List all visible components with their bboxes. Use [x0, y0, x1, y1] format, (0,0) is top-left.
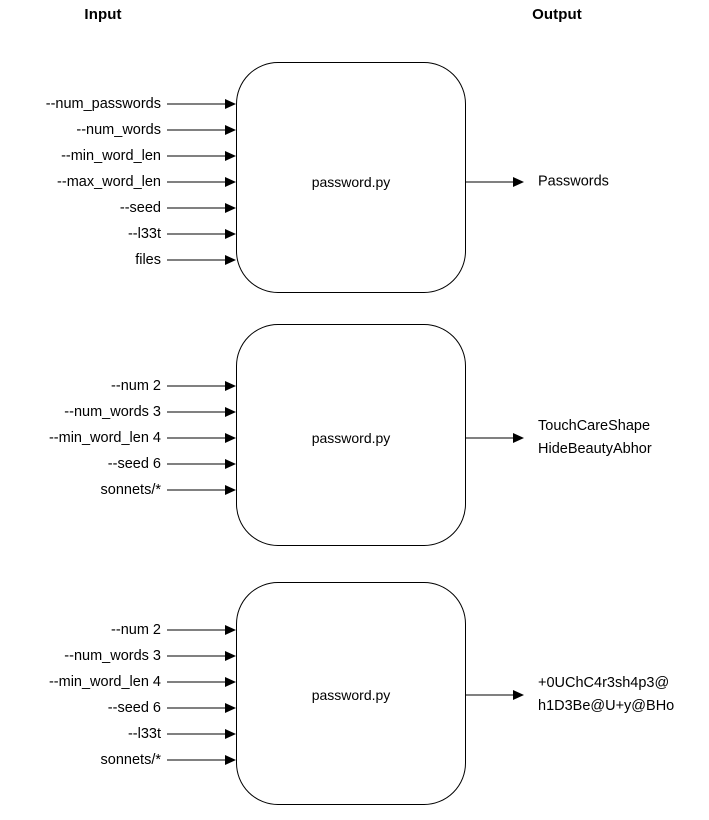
output-arrow-line	[466, 181, 515, 183]
column-header-input: Input	[84, 6, 122, 23]
process-label: password.py	[311, 174, 391, 190]
input-arrow-line	[167, 385, 227, 387]
input-arrow-line	[167, 437, 227, 439]
output-arrow-head-icon	[513, 690, 524, 700]
input-label: sonnets/*	[100, 482, 161, 498]
input-arrow-head-icon	[225, 255, 236, 265]
input-arrow-line	[167, 463, 227, 465]
input-arrow-line	[167, 233, 227, 235]
input-arrow-head-icon	[225, 433, 236, 443]
input-label: --min_word_len 4	[48, 430, 161, 446]
output-label-line: Passwords	[538, 173, 609, 190]
input-label: --min_word_len 4	[48, 674, 161, 690]
input-arrow-line	[167, 655, 227, 657]
input-arrow-head-icon	[225, 407, 236, 417]
process-box	[236, 324, 466, 546]
input-arrow-line	[167, 759, 227, 761]
input-arrow-head-icon	[225, 381, 236, 391]
input-arrow-line	[167, 259, 227, 261]
input-arrow-head-icon	[225, 125, 236, 135]
input-arrow-head-icon	[225, 459, 236, 469]
output-label-line: h1D3Be@U+y@BHo	[538, 698, 675, 714]
input-arrow-line	[167, 681, 227, 683]
input-arrow-head-icon	[225, 729, 236, 739]
process-label: password.py	[311, 430, 391, 446]
process-box	[236, 582, 466, 805]
input-label: --num_passwords	[45, 96, 161, 112]
output-arrow-line	[466, 437, 515, 439]
input-arrow-head-icon	[225, 703, 236, 713]
output-label-line: +0UChC4r3sh4p3@	[538, 675, 670, 691]
input-label: --seed	[119, 200, 161, 216]
process-box	[236, 62, 466, 293]
input-label: --min_word_len	[61, 148, 161, 164]
input-label: --num 2	[111, 622, 161, 638]
output-arrow-line	[466, 694, 515, 696]
input-label: --num_words	[76, 122, 161, 138]
input-arrow-line	[167, 707, 227, 709]
process-label: password.py	[311, 687, 391, 703]
input-label: --num 2	[111, 378, 161, 394]
input-arrow-line	[167, 181, 227, 183]
input-arrow-line	[167, 733, 227, 735]
input-arrow-line	[167, 207, 227, 209]
input-arrow-head-icon	[225, 203, 236, 213]
input-arrow-line	[167, 411, 227, 413]
input-arrow-line	[167, 129, 227, 131]
input-arrow-head-icon	[225, 651, 236, 661]
input-arrow-head-icon	[225, 229, 236, 239]
column-header-output: Output	[532, 6, 582, 23]
input-label: --seed 6	[107, 700, 161, 716]
input-arrow-line	[167, 489, 227, 491]
output-label-line: HideBeautyAbhor	[538, 441, 652, 457]
input-label: --max_word_len	[57, 174, 161, 190]
input-label: --num_words 3	[64, 648, 161, 664]
input-arrow-line	[167, 103, 227, 105]
input-arrow-line	[167, 155, 227, 157]
input-arrow-head-icon	[225, 177, 236, 187]
input-arrow-head-icon	[225, 625, 236, 635]
input-arrow-head-icon	[225, 151, 236, 161]
input-label: --l33t	[127, 226, 161, 242]
output-label: +0UChC4r3sh4p3@ h1D3Be@U+y@BHo	[538, 672, 674, 718]
input-label: --num_words 3	[64, 404, 161, 420]
input-arrow-head-icon	[225, 677, 236, 687]
input-arrow-head-icon	[225, 485, 236, 495]
output-label-line: TouchCareShape	[538, 418, 651, 434]
input-label: --l33t	[127, 726, 161, 742]
input-arrow-line	[167, 629, 227, 631]
input-arrow-head-icon	[225, 99, 236, 109]
input-label: files	[135, 252, 161, 268]
input-label: sonnets/*	[100, 752, 161, 768]
input-arrow-head-icon	[225, 755, 236, 765]
input-label: --seed 6	[107, 456, 161, 472]
output-label: Passwords	[538, 171, 609, 194]
output-arrow-head-icon	[513, 433, 524, 443]
output-arrow-head-icon	[513, 177, 524, 187]
